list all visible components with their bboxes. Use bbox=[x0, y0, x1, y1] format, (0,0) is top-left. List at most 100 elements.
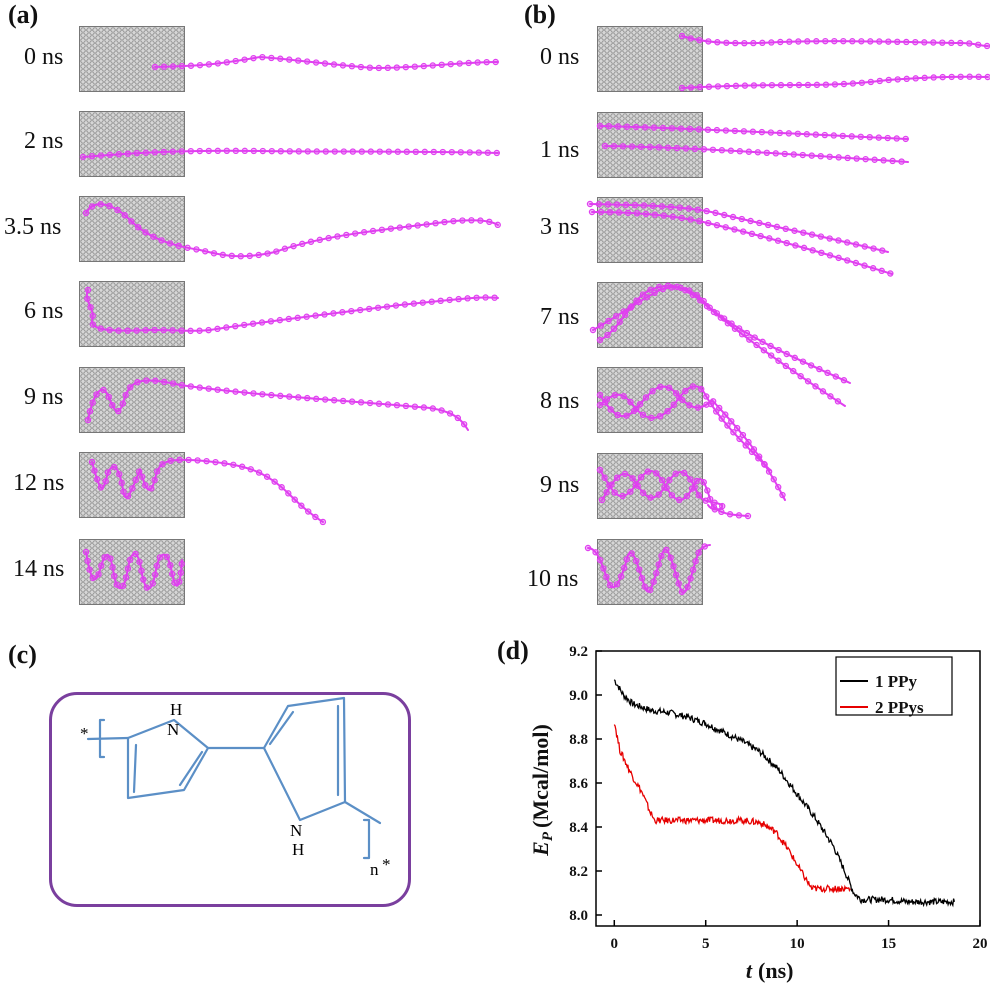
polymer-bead bbox=[613, 313, 620, 320]
polymer-bead bbox=[742, 442, 749, 449]
polymer-bead bbox=[402, 402, 410, 410]
polymer-bead bbox=[718, 415, 725, 422]
polymer-bead bbox=[768, 81, 776, 89]
nanotube bbox=[79, 367, 185, 433]
polymer-bead bbox=[781, 150, 789, 158]
polymer-bead bbox=[193, 246, 200, 253]
polymer-bead bbox=[800, 244, 808, 252]
polymer-bead bbox=[196, 61, 204, 69]
polymer-bead bbox=[608, 481, 615, 488]
polymer-bead bbox=[175, 242, 182, 250]
polymer-bead bbox=[167, 561, 174, 569]
polymer-bead bbox=[82, 209, 90, 217]
polymer-bead bbox=[733, 424, 741, 432]
polymer-bead bbox=[95, 571, 102, 578]
polymer-bead bbox=[230, 461, 237, 468]
polymer-bead bbox=[142, 482, 149, 489]
polymer-bead bbox=[682, 145, 690, 152]
polymer-bead bbox=[89, 574, 96, 582]
polymer-bead bbox=[601, 142, 609, 150]
polymer-bead bbox=[136, 558, 143, 566]
polymer-bead bbox=[869, 265, 877, 272]
polymer-bead bbox=[853, 155, 860, 162]
polymer-bead bbox=[601, 474, 608, 481]
polymer-bead bbox=[401, 301, 409, 308]
polymer-bead bbox=[291, 496, 298, 503]
polymer-bead bbox=[903, 38, 910, 46]
nanotube bbox=[597, 197, 703, 263]
polymer-bead bbox=[826, 153, 833, 160]
polymer-bead bbox=[375, 400, 383, 407]
polymer-bead bbox=[634, 482, 641, 489]
polymer-bead bbox=[86, 408, 94, 415]
polymer-bead bbox=[149, 580, 156, 587]
polymer-bead bbox=[655, 144, 663, 151]
polymer-bead bbox=[412, 148, 420, 156]
bond-star-right bbox=[343, 800, 382, 825]
polymer-bead bbox=[438, 61, 445, 69]
polymer-bead bbox=[721, 211, 728, 219]
polymer-bead bbox=[876, 38, 883, 45]
polymer-bead bbox=[439, 148, 447, 156]
polymer-bead bbox=[844, 154, 851, 162]
polymer-bead bbox=[680, 469, 688, 477]
polymer-bead bbox=[621, 470, 629, 478]
polymer-bead bbox=[651, 289, 658, 297]
polymer-bead bbox=[106, 202, 113, 210]
polymer-bead bbox=[133, 327, 140, 334]
polymer-bead bbox=[330, 61, 338, 68]
panel-b-time-3: 7 ns bbox=[540, 304, 580, 330]
polymer-bead bbox=[774, 237, 782, 244]
polymer-bead bbox=[376, 148, 384, 155]
polymer-bead bbox=[738, 331, 746, 338]
plot-frame bbox=[595, 650, 981, 927]
polymer-bead bbox=[420, 62, 427, 70]
polymer-bead bbox=[790, 151, 797, 158]
polymer-bead bbox=[122, 391, 129, 399]
polymer-bead bbox=[116, 470, 123, 478]
nanotube bbox=[79, 26, 185, 92]
polymer-bead bbox=[106, 151, 114, 159]
polymer-bead bbox=[151, 326, 158, 334]
polymer-bead bbox=[647, 494, 654, 501]
polymer-bead bbox=[861, 262, 868, 269]
polymer-bead bbox=[757, 232, 764, 240]
polymer-bead bbox=[830, 132, 838, 139]
polymer-bead bbox=[459, 217, 466, 224]
polymer-bead bbox=[106, 326, 113, 334]
polymer-bead bbox=[115, 407, 122, 415]
polymer-bead bbox=[685, 205, 693, 212]
nanotube bbox=[597, 453, 703, 519]
x-tick-label: 15 bbox=[881, 936, 896, 952]
polymer-bead bbox=[714, 83, 722, 90]
polymer-bead bbox=[126, 556, 134, 564]
polymer-bead bbox=[277, 55, 284, 62]
polymer-bead bbox=[700, 146, 708, 153]
polymer-bead bbox=[205, 147, 213, 155]
polymer-bead bbox=[611, 391, 619, 399]
polymer-bead bbox=[383, 303, 391, 310]
polymer-bead bbox=[352, 230, 359, 237]
polymer-bead bbox=[866, 133, 873, 141]
polymer-bead bbox=[84, 557, 91, 565]
polymer-bead bbox=[118, 479, 125, 487]
polymer-bead bbox=[285, 490, 292, 497]
polymer-bead bbox=[760, 347, 768, 354]
polymer-bead bbox=[682, 287, 689, 294]
polymer-bead bbox=[105, 393, 112, 401]
polymer-bead bbox=[623, 123, 631, 130]
x-axis-label-unit: (ns) bbox=[758, 958, 793, 983]
polymer-bead bbox=[214, 325, 221, 333]
polymer-bead bbox=[807, 362, 815, 369]
polymer-bead bbox=[711, 506, 719, 513]
polymer-bead bbox=[765, 468, 773, 475]
polymer-bead bbox=[649, 388, 656, 395]
polymer-bead bbox=[486, 218, 493, 226]
nanotube bbox=[597, 282, 703, 348]
polymer-bead bbox=[726, 511, 734, 518]
polymer-bead bbox=[613, 581, 621, 588]
polymer-bead bbox=[703, 207, 710, 215]
polymer-bead bbox=[884, 134, 891, 142]
polymer-bead bbox=[773, 223, 781, 231]
polymer-bead bbox=[698, 385, 705, 393]
